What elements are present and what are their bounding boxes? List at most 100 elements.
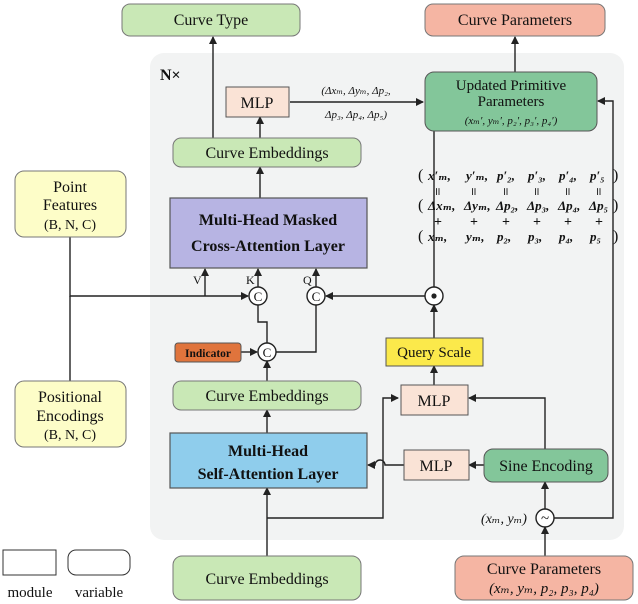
svg-text:॥: ॥ <box>595 186 602 198</box>
svg-text:॥: ॥ <box>564 186 571 198</box>
query-scale-module: Query Scale <box>385 337 484 367</box>
svg-text:Sine Encoding: Sine Encoding <box>499 458 593 475</box>
svg-text:): ) <box>613 228 618 245</box>
svg-text:+: + <box>595 215 603 230</box>
svg-text:x′ₘ,: x′ₘ, <box>427 168 451 183</box>
svg-text:॥: ॥ <box>502 186 509 198</box>
equation-row-updated: x′ₘ, y′ₘ, p′₂, p′₃, p′₄, p′₅ <box>427 168 605 183</box>
svg-text:Updated Primitive: Updated Primitive <box>456 78 567 94</box>
svg-text:(: ( <box>418 228 423 245</box>
svg-text:C: C <box>263 345 272 360</box>
svg-text:p₄,: p₄, <box>558 229 573 244</box>
concat-q-operator: C <box>306 286 326 306</box>
sine-operator: ~ <box>535 508 555 528</box>
v-label: V <box>193 273 202 287</box>
legend-variable-label: variable <box>75 585 124 601</box>
svg-text:p′₂,: p′₂, <box>496 168 515 183</box>
svg-text:xₘ,: xₘ, <box>427 229 447 244</box>
indicator-node: Indicator <box>174 342 242 363</box>
equation-row-original: xₘ, yₘ, p₂, p₃, p₄, p₅ <box>427 229 601 244</box>
multiply-operator <box>424 286 444 306</box>
curve-embeddings-mid-node: Curve Embeddings <box>172 380 362 411</box>
curve-parameters-bottom-node: Curve Parameters (xₘ, yₘ, p₂, p₃, p₄) <box>454 555 634 601</box>
svg-text:(: ( <box>418 197 423 214</box>
svg-text:p′₃,: p′₃, <box>527 168 546 183</box>
svg-text:p′₄,: p′₄, <box>558 168 577 183</box>
svg-text:+: + <box>502 215 510 230</box>
svg-text:Δyₘ,: Δyₘ, <box>463 198 491 213</box>
equation-plus-symbols: + + + + + + <box>434 215 603 230</box>
k-label: K <box>246 273 255 287</box>
svg-text:Δxₘ,: Δxₘ, <box>427 198 455 213</box>
positional-encodings-node: Positional Encodings (B, N, C) <box>14 380 127 448</box>
svg-text:(xₘ′, yₘ′, p₂′, p₃′, p₄′): (xₘ′, yₘ′, p₂′, p₃′, p₄′) <box>465 115 558 127</box>
cross-attention-module: Multi-Head Masked Cross-Attention Layer <box>169 197 368 269</box>
svg-text:Δp₄,: Δp₄, <box>557 198 580 213</box>
curve-embeddings-top-node: Curve Embeddings <box>172 137 362 168</box>
concat-k-operator: C <box>248 286 268 306</box>
svg-text:(B, N, C): (B, N, C) <box>44 428 96 443</box>
point-features-node: Point Features (B, N, C) <box>14 170 127 238</box>
delta-params-line2: Δp₃, Δp₄, Δp₅) <box>324 109 387 121</box>
q-label: Q <box>303 273 312 287</box>
legend-module-label: module <box>8 585 53 601</box>
legend-module-swatch <box>2 549 57 576</box>
svg-text:Features: Features <box>43 197 97 214</box>
svg-text:~: ~ <box>541 511 549 527</box>
updated-primitive-parameters-node: Updated Primitive Parameters (xₘ′, yₘ′, … <box>424 71 598 132</box>
curve-embeddings-bottom-node: Curve Embeddings <box>172 555 362 601</box>
svg-text:Curve Embeddings: Curve Embeddings <box>205 145 328 162</box>
svg-text:C: C <box>312 289 321 304</box>
svg-text:Encodings: Encodings <box>36 408 104 425</box>
svg-text:(: ( <box>418 167 423 184</box>
svg-text:Δp₃,: Δp₃, <box>526 198 549 213</box>
svg-text:yₘ,: yₘ, <box>464 229 485 244</box>
mlp-low-module: MLP <box>403 449 470 481</box>
mlp-mid-module: MLP <box>400 384 469 416</box>
sine-encoding-node: Sine Encoding <box>483 448 609 483</box>
svg-text:): ) <box>613 197 618 214</box>
svg-text:Δp₂,: Δp₂, <box>495 198 518 213</box>
equation-row-delta: Δxₘ, Δyₘ, Δp₂, Δp₃, Δp₄, Δp₅ <box>427 198 608 213</box>
svg-text:॥: ॥ <box>434 186 441 198</box>
svg-text:y′ₘ,: y′ₘ, <box>464 168 488 183</box>
svg-text:Positional: Positional <box>38 389 103 406</box>
connectors <box>69 36 614 556</box>
svg-text:Curve Embeddings: Curve Embeddings <box>205 388 328 405</box>
svg-text:Multi-Head Masked: Multi-Head Masked <box>199 212 337 229</box>
self-attention-module: Multi-Head Self-Attention Layer <box>169 432 368 489</box>
svg-text:MLP: MLP <box>418 393 451 410</box>
svg-text:p₅: p₅ <box>589 229 601 244</box>
svg-text:p′₅: p′₅ <box>589 168 605 183</box>
xy-coordinate-label: (xₘ, yₘ) <box>481 512 527 527</box>
legend-variable-swatch <box>67 549 131 576</box>
delta-params-line1: (Δxₘ, Δyₘ, Δp₂, <box>321 85 391 97</box>
svg-text:(xₘ, yₘ, p₂, p₃, p₄): (xₘ, yₘ, p₂, p₃, p₄) <box>489 581 599 597</box>
svg-text:+: + <box>564 215 572 230</box>
svg-text:MLP: MLP <box>241 95 274 112</box>
svg-text:(B, N, C): (B, N, C) <box>44 218 96 233</box>
svg-text:Indicator: Indicator <box>185 348 231 360</box>
curve-parameters-top-label: Curve Parameters <box>458 12 572 29</box>
svg-text:Curve Embeddings: Curve Embeddings <box>205 571 328 588</box>
svg-text:+: + <box>533 215 541 230</box>
equation-eq-symbols: ॥ ॥ ॥ ॥ ॥ ॥ <box>434 186 602 198</box>
svg-text:MLP: MLP <box>420 458 453 475</box>
curve-type-node: Curve Type <box>121 3 301 37</box>
svg-text:): ) <box>613 167 618 184</box>
svg-text:Parameters: Parameters <box>478 94 545 110</box>
svg-text:॥: ॥ <box>470 186 477 198</box>
svg-text:Query Scale: Query Scale <box>397 345 471 361</box>
concat-indicator-operator: C <box>257 342 277 362</box>
svg-text:+: + <box>470 215 478 230</box>
curve-parameters-top-node: Curve Parameters <box>424 3 606 37</box>
svg-text:C: C <box>254 289 263 304</box>
svg-text:p₃,: p₃, <box>527 229 542 244</box>
mlp-top-module: MLP <box>225 86 290 118</box>
svg-text:Multi-Head: Multi-Head <box>228 443 308 460</box>
svg-text:Self-Attention Layer: Self-Attention Layer <box>198 466 339 483</box>
curve-type-label: Curve Type <box>174 12 249 29</box>
svg-text:॥: ॥ <box>533 186 540 198</box>
legend: module variable <box>2 549 131 601</box>
